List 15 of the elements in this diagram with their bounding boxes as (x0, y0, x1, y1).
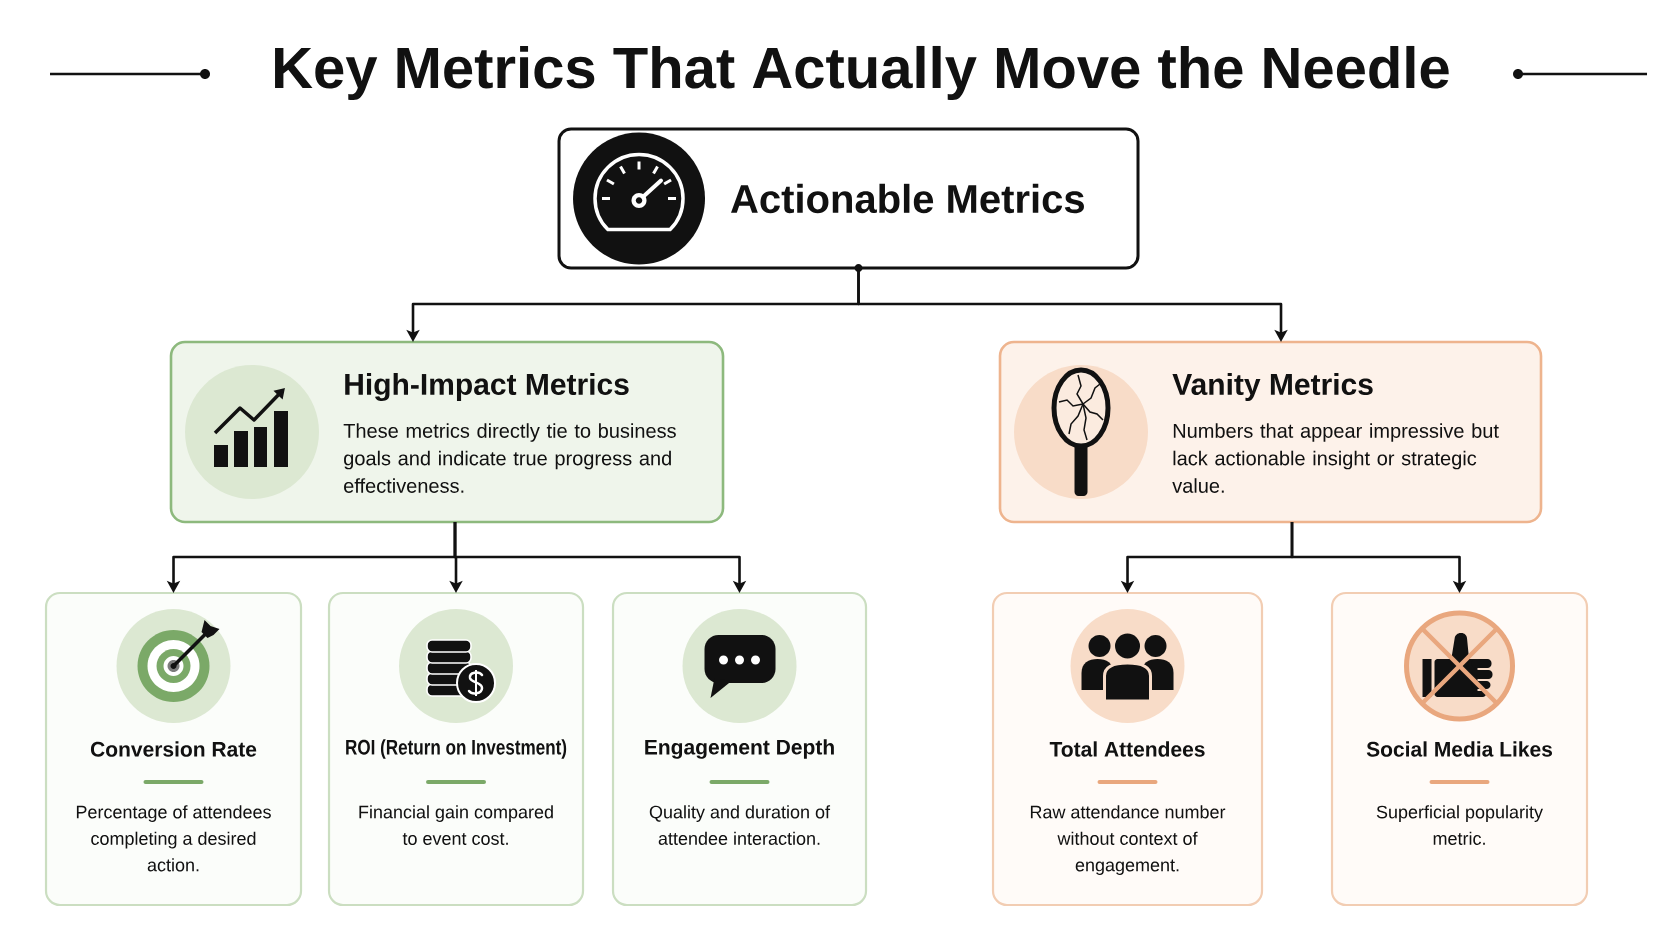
card-heading: Engagement Depth (645, 739, 834, 759)
card-heading: Vanity Metrics (1172, 373, 1373, 401)
card-heading: Total Attendees (1049, 741, 1205, 757)
card-description: Numbers that appear impressive but lack actionable insight or strategic value. (1172, 423, 1499, 493)
card-description: Financial gain compared to event cost. (359, 805, 553, 845)
card-heading: ROI (Return on Investment) (346, 739, 567, 759)
title: Key Metrics That Actually Move the Needle (275, 45, 1449, 100)
card-heading: Social Media Likes (1366, 741, 1552, 757)
card-description: Raw attendance number without context of engagement. (1030, 805, 1226, 875)
card-description: These metrics directly tie to business goals and indicate true progress and effectiveness. (343, 423, 676, 493)
card-description: Quality and duration of attendee interaction. (649, 805, 831, 845)
card-description: Percentage of attendees completing a desired action. (76, 805, 271, 872)
card-description: Superficial popularity metric. (1376, 805, 1543, 845)
card-heading: Conversion Rate (90, 741, 257, 757)
card-heading: High-Impact Metrics (345, 372, 629, 402)
